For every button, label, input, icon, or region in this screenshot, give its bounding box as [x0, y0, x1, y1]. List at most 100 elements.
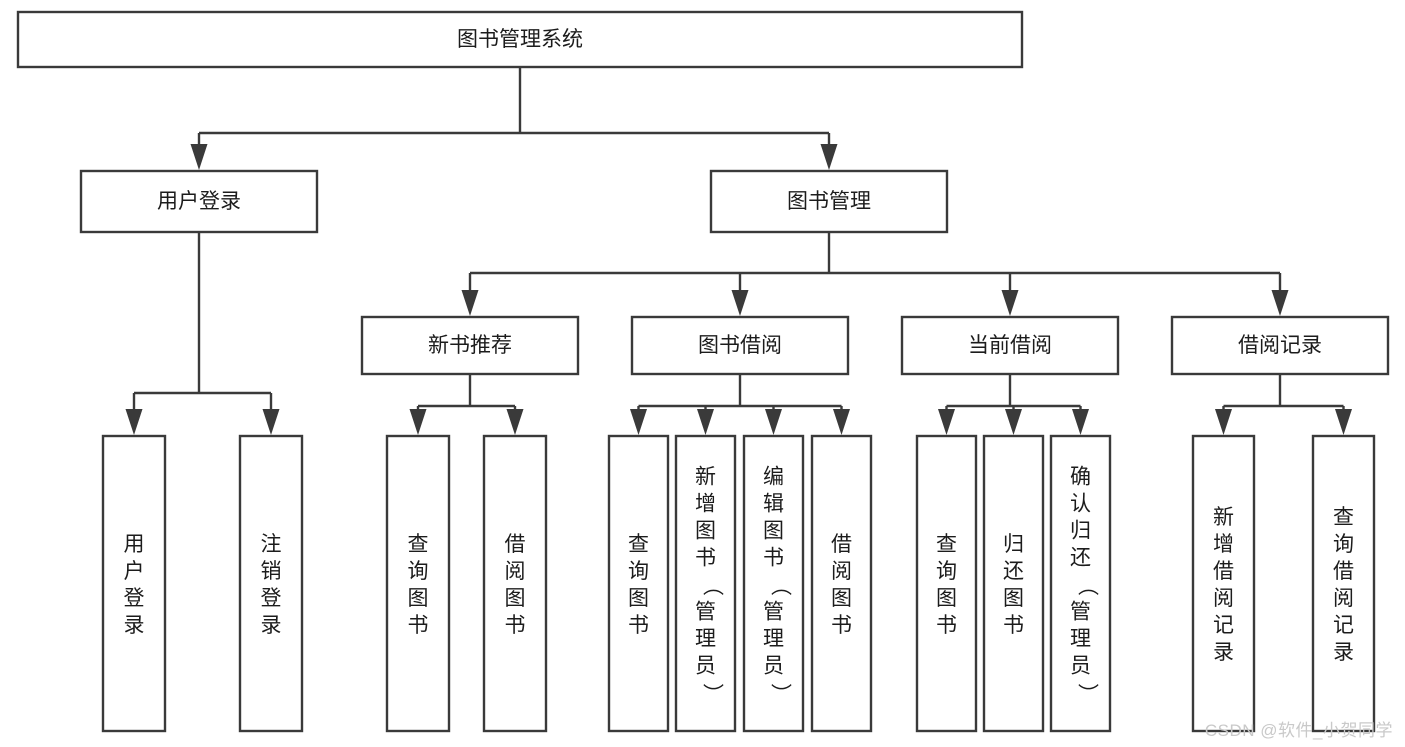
- node-label-char: 管: [1070, 601, 1091, 624]
- node-box: [385, 434, 451, 733]
- node-label-char: ）: [701, 683, 724, 704]
- node-box: [1170, 315, 1390, 376]
- node-label-char: 理: [763, 628, 784, 651]
- node-label-char: 录: [1333, 641, 1354, 664]
- node-label-char: 确: [1070, 466, 1091, 489]
- node-root[interactable]: 图书管理系统: [16, 10, 1024, 69]
- node-label-char: 书: [628, 614, 649, 637]
- node-user-login[interactable]: 用户登录: [79, 169, 319, 234]
- node-label-char: 询: [936, 560, 957, 583]
- node-label: 图书管理系统: [457, 28, 583, 51]
- connector-group: [190, 67, 838, 170]
- node-box: [742, 434, 805, 733]
- node-box: [482, 434, 548, 733]
- node-label-char: 书: [505, 614, 526, 637]
- node-box: [810, 434, 873, 733]
- node-label-char: （: [769, 575, 792, 596]
- node-box: [915, 434, 978, 733]
- node-label-char: 员: [695, 655, 716, 678]
- node-box: [238, 434, 304, 733]
- arrow-head: [125, 409, 143, 435]
- node-label: 图书借阅: [698, 334, 782, 357]
- node-label-char: 图: [408, 587, 429, 610]
- arrow-head: [1335, 409, 1352, 435]
- node-label-char: 书: [695, 547, 716, 570]
- node-box: [1191, 434, 1256, 733]
- node-label-char: 销: [261, 560, 282, 583]
- node-box: [674, 434, 737, 733]
- node-label-char: 归: [1003, 533, 1024, 556]
- node-label-char: 书: [831, 614, 852, 637]
- node-label-char: 理: [1070, 628, 1091, 651]
- node-label-char: 录: [261, 614, 282, 637]
- node-label-char: 图: [831, 587, 852, 610]
- node-label-char: 查: [408, 533, 429, 556]
- arrow-head: [1215, 409, 1232, 435]
- node-label-char: 阅: [831, 560, 852, 583]
- arrow-head: [820, 144, 838, 170]
- node-box: [79, 169, 319, 234]
- node-book-borrow[interactable]: 图书借阅: [630, 315, 850, 376]
- connector-group: [938, 374, 1089, 435]
- node-label-char: 户: [124, 560, 145, 583]
- arrow-head: [833, 409, 850, 435]
- node-label-char: 录: [124, 614, 145, 637]
- node-label-char: 图: [695, 520, 716, 543]
- node-box: [1049, 434, 1112, 733]
- node-label-char: 查: [1333, 506, 1354, 529]
- node-borrow-record[interactable]: 借阅记录: [1170, 315, 1390, 376]
- arrow-head: [1271, 290, 1289, 316]
- node-label-char: 登: [124, 587, 145, 610]
- node-leaf-user-login[interactable]: 用户登录: [101, 434, 167, 733]
- node-box: [101, 434, 167, 733]
- node-label-char: （: [1076, 575, 1099, 596]
- node-box: [900, 315, 1120, 376]
- arrow-head: [697, 409, 714, 435]
- node-label-char: ）: [1076, 683, 1099, 704]
- node-box: [630, 315, 850, 376]
- node-book-manage[interactable]: 图书管理: [709, 169, 949, 234]
- node-label-char: 录: [1213, 641, 1234, 664]
- arrow-head: [1001, 290, 1019, 316]
- node-label-char: 询: [408, 560, 429, 583]
- node-label-char: 登: [261, 587, 282, 610]
- node-box: [1311, 434, 1376, 733]
- node-label: 新书推荐: [428, 334, 512, 357]
- arrow-head: [1005, 409, 1022, 435]
- node-label-char: 查: [628, 533, 649, 556]
- node-label-char: 新: [1213, 506, 1234, 529]
- arrow-head: [938, 409, 955, 435]
- node-label-char: 阅: [505, 560, 526, 583]
- node-label-char: 记: [1213, 614, 1234, 637]
- nodes-layer: 图书管理系统用户登录图书管理新书推荐图书借阅当前借阅借阅记录用户登录注销登录查询…: [16, 10, 1390, 733]
- node-label: 用户登录: [157, 190, 241, 213]
- node-label-char: 询: [1333, 533, 1354, 556]
- node-label-char: 阅: [1333, 587, 1354, 610]
- arrow-head: [731, 290, 749, 316]
- node-label: 图书管理: [787, 190, 871, 213]
- node-label-char: 还: [1003, 560, 1024, 583]
- node-label-char: 图: [936, 587, 957, 610]
- node-box: [607, 434, 670, 733]
- node-new-book-rec[interactable]: 新书推荐: [360, 315, 580, 376]
- connector-group: [125, 232, 280, 435]
- node-box: [709, 169, 949, 234]
- connector-group: [409, 374, 524, 435]
- node-current-borrow[interactable]: 当前借阅: [900, 315, 1120, 376]
- node-label-char: 图: [505, 587, 526, 610]
- arrow-head: [765, 409, 782, 435]
